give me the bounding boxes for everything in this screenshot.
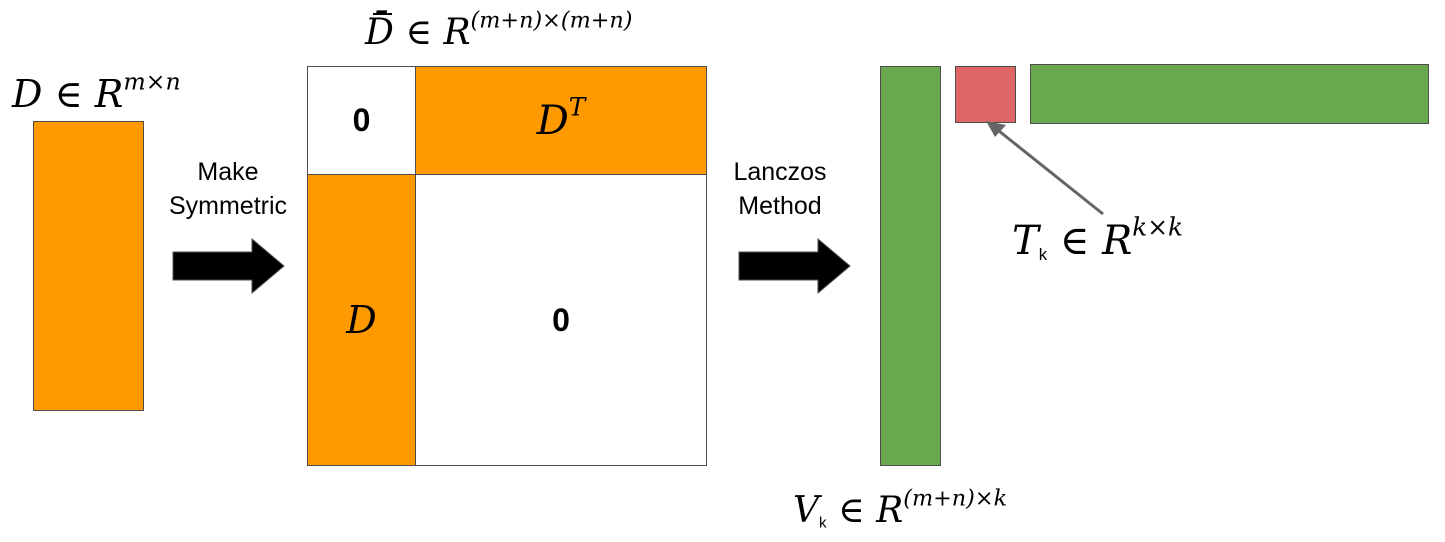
make-symmetric-arrow-icon	[172, 238, 285, 294]
element-of-symbol: ∈	[54, 72, 83, 116]
element-of-symbol: ∈	[1059, 218, 1090, 264]
t-matrix-subscript: k	[1038, 244, 1048, 264]
lanczos-method-arrow-icon	[738, 238, 851, 294]
make-symmetric-line1: Make	[197, 158, 259, 186]
element-of-symbol: ∈	[838, 490, 865, 531]
lanczos-method-line2: Method	[738, 192, 822, 220]
transpose-superscript: T	[568, 91, 586, 121]
symmetric-matrix-set: R	[443, 12, 471, 53]
input-matrix-set: R	[94, 72, 124, 116]
top-left-block: 0	[308, 67, 416, 175]
v-transpose-block	[1030, 64, 1429, 124]
v-matrix-subscript: k	[819, 514, 827, 532]
bottom-right-zero: 0	[552, 301, 570, 338]
v-matrix-label: Vk ∈ R(m+n)×k	[793, 487, 1007, 532]
top-right-block: DT	[416, 67, 706, 175]
t-matrix-block	[955, 66, 1016, 123]
t-matrix-symbol: T	[1012, 218, 1039, 264]
v-matrix-block	[880, 66, 941, 466]
t-matrix-set: R	[1102, 218, 1133, 264]
v-matrix-set: R	[876, 490, 904, 531]
t-matrix-label: Tk ∈ Rk×k	[1012, 215, 1183, 265]
lanczos-method-label: Lanczos Method	[718, 155, 842, 223]
element-of-symbol: ∈	[405, 12, 432, 53]
symmetric-matrix-label: D̄ ∈ R(m+n)×(m+n)	[365, 9, 633, 53]
input-matrix-dims: m×n	[123, 67, 181, 96]
bottom-right-block: 0	[416, 175, 706, 465]
t-matrix-dims: k×k	[1132, 212, 1184, 242]
make-symmetric-line2: Symmetric	[168, 192, 288, 220]
transpose-symbol: D	[536, 97, 569, 144]
v-matrix-symbol: V	[793, 490, 819, 531]
bottom-left-symbol: D	[346, 298, 377, 342]
v-matrix-dims: (m+n)×k	[903, 485, 1008, 512]
input-matrix-label: D ∈ Rm×n	[12, 70, 181, 116]
symmetric-matrix-frame: 0 DT D 0	[307, 66, 707, 466]
top-left-zero: 0	[352, 102, 371, 138]
symmetric-matrix-symbol: D̄	[365, 12, 394, 53]
input-matrix-block	[33, 121, 144, 411]
lanczos-method-line1: Lanczos	[733, 158, 827, 186]
make-symmetric-label: Make Symmetric	[150, 155, 306, 223]
input-matrix-symbol: D	[12, 72, 43, 116]
t-matrix-pointer-icon	[986, 121, 1104, 216]
transpose-label: DT	[536, 94, 586, 144]
symmetric-matrix-dims: (m+n)×(m+n)	[470, 7, 633, 34]
bottom-left-block: D	[308, 175, 416, 465]
